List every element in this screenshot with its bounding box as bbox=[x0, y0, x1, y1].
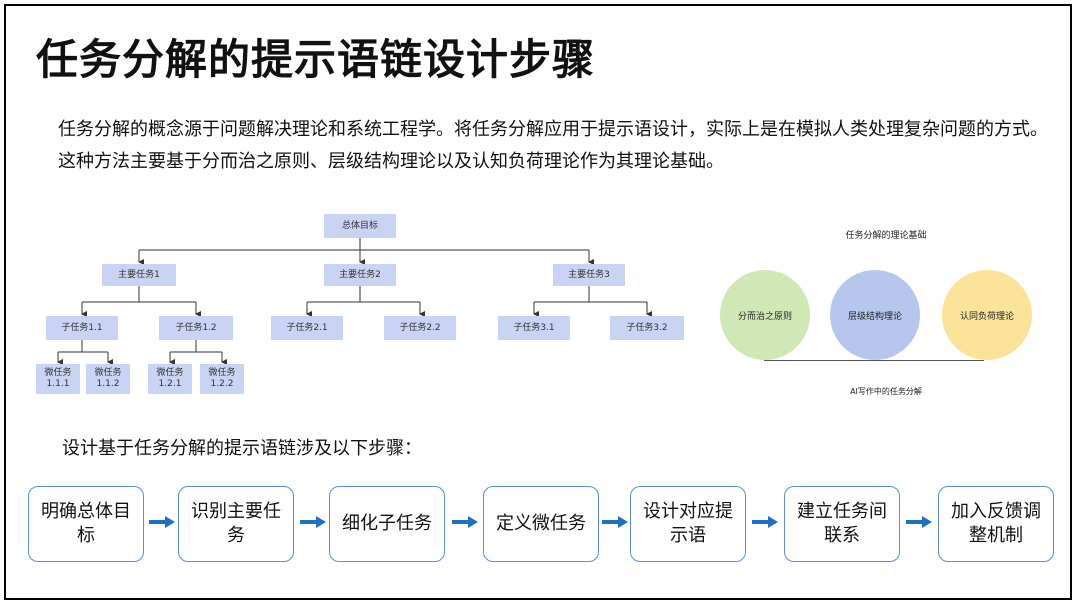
tree-node-sub-1-2: 子任务1.2 bbox=[159, 316, 233, 340]
step-7: 加入反馈调整机制 bbox=[938, 486, 1054, 562]
theory-circle-label: 分而治之原则 bbox=[737, 311, 792, 322]
slide: 任务分解的提示语链设计步骤 任务分解的概念源于问题解决理论和系统工程学。将任务分… bbox=[4, 4, 1072, 600]
theory-caption: AI写作中的任务分解 bbox=[850, 387, 922, 396]
step-1: 明确总体目标 bbox=[28, 486, 144, 562]
arrow-right-icon bbox=[300, 516, 326, 528]
step-4: 定义微任务 bbox=[483, 486, 599, 562]
tree-node-sub-1-1: 子任务1.1 bbox=[46, 316, 118, 340]
step-2: 识别主要任务 bbox=[178, 486, 294, 562]
theory-circle-label: 层级结构理论 bbox=[847, 311, 902, 322]
arrow-right-icon bbox=[149, 516, 175, 528]
micro-label: 微任务 bbox=[156, 368, 184, 378]
tree-node-sub-2-2: 子任务2.2 bbox=[384, 316, 456, 340]
step-3: 细化子任务 bbox=[329, 486, 445, 562]
micro-label: 微任务 bbox=[94, 368, 122, 378]
task-tree-connectors bbox=[57, 238, 652, 365]
tree-node-micro-1-2-2: 微任务 1.2.2 bbox=[200, 364, 244, 394]
micro-label: 微任务 bbox=[208, 368, 236, 378]
tree-node-main-2: 主要任务2 bbox=[324, 264, 396, 286]
theory-circle-label: 认同负荷理论 bbox=[959, 311, 1014, 322]
step-6: 建立任务间联系 bbox=[784, 486, 900, 562]
micro-number: 1.2.1 bbox=[158, 379, 182, 389]
theory-baseline bbox=[764, 360, 984, 361]
tree-node-sub-3-2: 子任务3.2 bbox=[610, 316, 684, 340]
arrow-right-icon bbox=[602, 516, 628, 528]
micro-number: 1.1.2 bbox=[96, 379, 120, 389]
tree-node-main-1: 主要任务1 bbox=[102, 264, 176, 286]
intro-paragraph: 任务分解的概念源于问题解决理论和系统工程学。将任务分解应用于提示语设计，实际上是… bbox=[58, 119, 1048, 172]
micro-label: 微任务 bbox=[44, 368, 72, 378]
theory-circle-hierarchy: 层级结构理论 bbox=[830, 270, 920, 360]
page-title: 任务分解的提示语链设计步骤 bbox=[36, 35, 596, 84]
tree-node-root: 总体目标 bbox=[324, 214, 396, 238]
arrow-right-icon bbox=[906, 516, 932, 528]
tree-node-sub-3-1: 子任务3.1 bbox=[498, 316, 570, 340]
steps-intro: 设计基于任务分解的提示语链涉及以下步骤： bbox=[62, 438, 422, 459]
tree-node-micro-1-1-1: 微任务 1.1.1 bbox=[36, 364, 80, 394]
tree-node-main-3: 主要任务3 bbox=[553, 264, 625, 286]
tree-node-sub-2-1: 子任务2.1 bbox=[271, 316, 343, 340]
theory-circle-divide-conquer: 分而治之原则 bbox=[720, 270, 810, 360]
tree-node-micro-1-2-1: 微任务 1.2.1 bbox=[148, 364, 192, 394]
theory-circle-cognitive-load: 认同负荷理论 bbox=[942, 270, 1032, 360]
tree-node-micro-1-1-2: 微任务 1.1.2 bbox=[86, 364, 130, 394]
micro-number: 1.2.2 bbox=[210, 379, 234, 389]
arrow-right-icon bbox=[452, 516, 478, 528]
theory-title: 任务分解的理论基础 bbox=[845, 231, 927, 241]
micro-number: 1.1.1 bbox=[46, 379, 70, 389]
arrow-right-icon bbox=[752, 516, 778, 528]
step-5: 设计对应提示语 bbox=[630, 486, 746, 562]
